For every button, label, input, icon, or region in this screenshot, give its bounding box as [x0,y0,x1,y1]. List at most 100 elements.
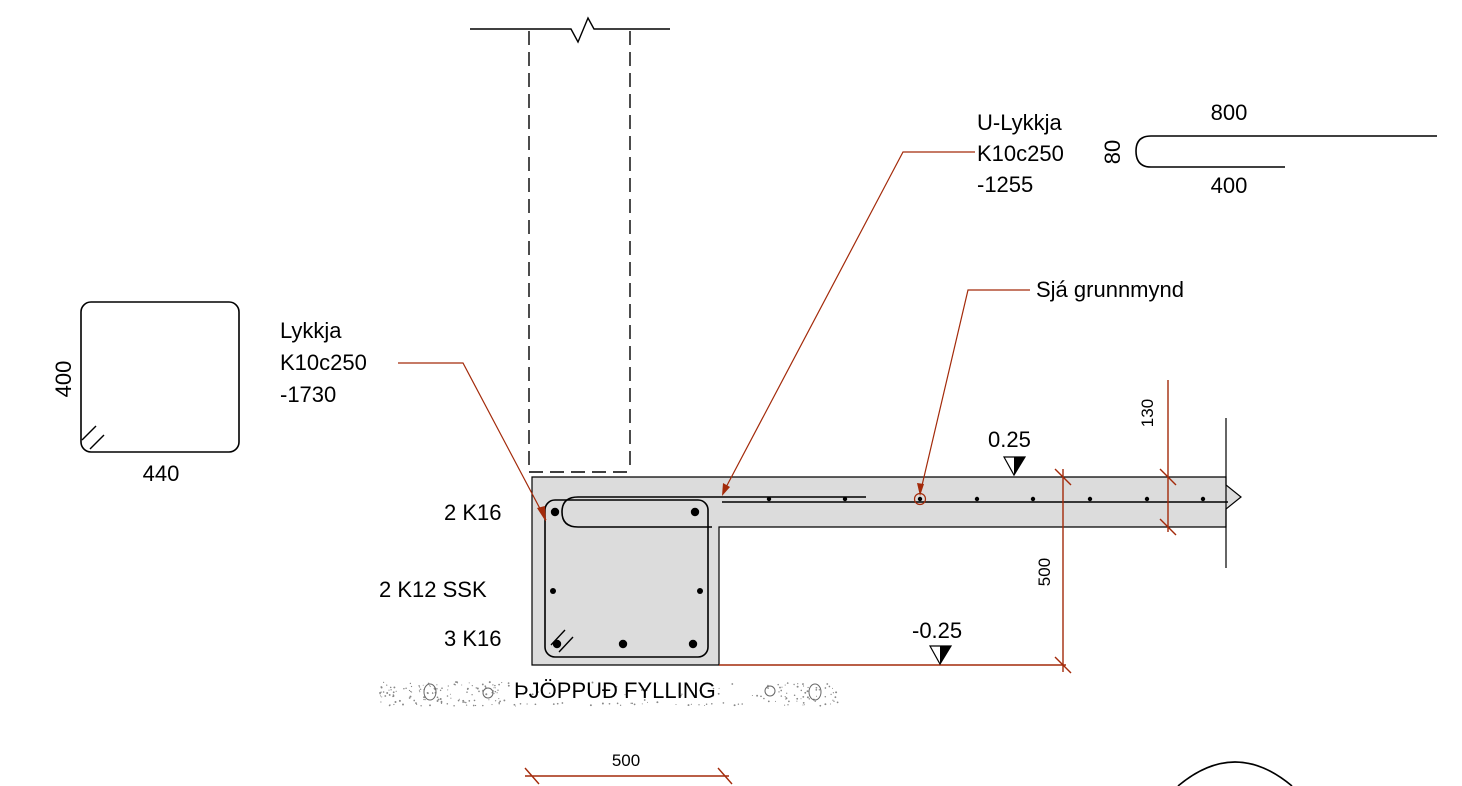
u-hook-short-dim: 400 [1211,173,1248,198]
fill-speck [410,685,413,688]
leader-sja-grunnmynd [919,289,1030,495]
level-top-label: 0.25 [988,427,1031,452]
fill-speck [573,684,575,686]
fill-speck [615,686,618,688]
rebar-k16 [688,639,698,649]
fill-speck [786,692,788,694]
fill-speck [802,683,804,685]
fill-label: ÞJÖPPUÐ FYLLING [514,678,716,703]
fill-speck [815,686,818,689]
fill-speck [403,687,405,690]
bars-side-label: 2 K12 SSK [379,577,487,602]
fill-speck [415,703,418,705]
fill-speck [800,698,802,700]
u-hook-long-dim: 800 [1211,100,1248,125]
fill-speck [388,689,390,691]
fill-speck [485,686,487,689]
fill-speck [492,684,494,686]
fill-speck [824,696,827,698]
fill-speck [382,691,385,693]
fill-speck [779,686,781,689]
fill-speck [392,696,394,698]
fill-speck [800,689,803,692]
fill-speck [440,702,443,705]
fill-speck [501,682,503,684]
fill-speck [832,699,834,701]
slab-dist-bar [1087,496,1093,502]
level-marker-top [1002,456,1027,477]
fill-speck [496,692,498,694]
stirrup-height-dim: 400 [51,361,76,398]
fill-speck [832,692,835,694]
fill-speck [414,702,417,704]
fill-speck [418,685,420,687]
fill-speck [784,704,786,706]
slab-dist-bar [1200,496,1206,502]
fill-speck [494,700,497,702]
fill-speck [411,691,413,693]
fill-speck [408,689,411,692]
fill-speck [824,703,827,706]
fill-speck [548,692,551,695]
fill-speck [436,696,439,699]
fill-speck [756,694,759,697]
fill-speck [741,703,743,705]
fill-speck [379,695,382,697]
fill-speck [380,686,383,689]
bars-top-label: 2 K16 [444,500,502,525]
fill-speck [453,704,455,707]
rebar-k16 [618,639,628,649]
fill-speck [380,701,382,703]
fill-speck [392,691,395,694]
fill-speck [439,689,442,692]
fill-speck [419,686,421,688]
fill-speck [482,704,484,707]
fill-speck [833,700,835,702]
fill-speck [436,687,438,690]
fill-speck [476,687,479,690]
fill-speck [429,704,431,707]
fill-speck [424,698,426,701]
fill-speck [796,685,799,688]
fill-speck [507,682,510,684]
fill-speck [641,689,643,691]
fill-speck [675,703,677,706]
rebar-k12 [550,588,556,594]
fill-speck [802,696,805,698]
fill-speck [455,681,458,684]
fill-speck [698,704,700,706]
fill-speck [384,695,387,697]
fill-speck [737,703,740,705]
fill-speck [767,687,769,689]
fill-speck [712,687,715,690]
fill-speck [423,696,426,699]
fill-speck [494,684,496,687]
fill-speck [498,701,500,704]
fill-speck [531,693,534,696]
fill-speck [733,704,736,707]
fill-speck [793,683,795,686]
fill-speck [787,704,789,706]
fill-speck [409,682,412,685]
fill-speck [390,689,392,691]
fill-speck [386,684,388,686]
fill-speck [616,702,619,705]
u-lykkja-spec: K10c250 [977,141,1064,166]
fill-speck [780,695,783,697]
fill-speck [471,685,473,687]
footing-height-dim: 500 [1035,558,1054,586]
fill-speck [589,704,592,707]
fill-speck [497,689,499,691]
slab-dist-bar [1144,496,1150,502]
fill-speck [461,684,463,686]
fill-speck [381,696,383,698]
fill-speck [645,689,648,691]
fill-speck [475,687,478,689]
fill-speck [436,684,438,686]
fill-speck [815,689,818,691]
fill-speck [408,697,411,699]
level-marker-bottom [928,645,953,666]
fill-speck [802,685,805,687]
dimension-lines [524,380,1177,785]
